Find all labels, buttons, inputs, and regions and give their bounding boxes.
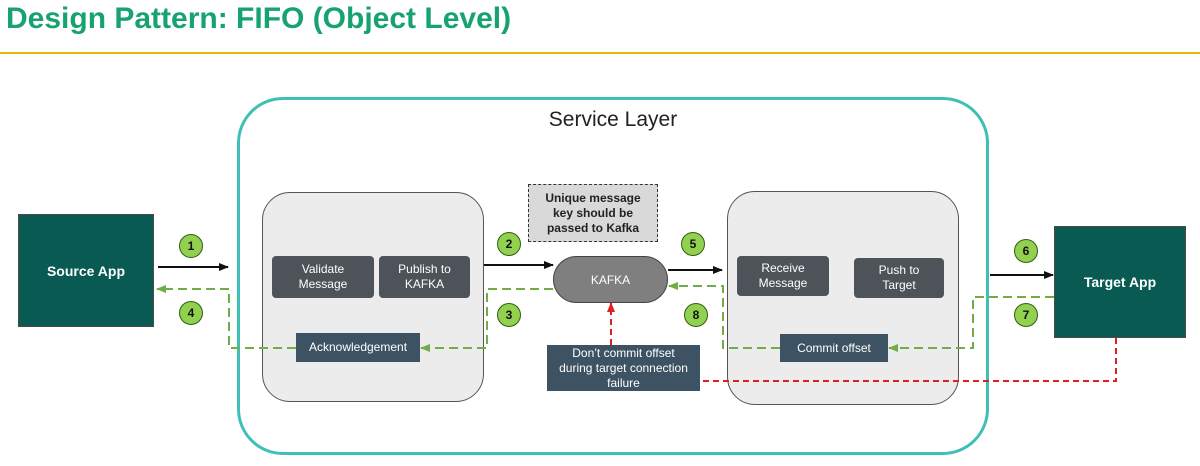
arrow-3 [420, 288, 553, 352]
acknowledgement-step: Acknowledgement [296, 333, 420, 362]
consumer-panel [727, 191, 959, 405]
step-badge-2: 2 [497, 232, 521, 256]
kafka-broker: KAFKA [553, 256, 668, 303]
commit-offset-warning: Don’t commit offset during target connec… [547, 345, 700, 391]
unique-key-note: Unique message key should be passed to K… [528, 184, 658, 242]
service-layer-label: Service Layer [548, 108, 678, 131]
step-badge-5: 5 [681, 232, 705, 256]
step-badge-8: 8 [684, 303, 708, 327]
page-title: Design Pattern: FIFO (Object Level) [6, 2, 512, 35]
source-app-box: Source App [18, 214, 154, 327]
arrow-4 [156, 285, 296, 349]
commit-offset-step: Commit offset [780, 334, 888, 362]
failure-connector [700, 338, 1117, 382]
step-badge-1: 1 [179, 234, 203, 258]
validate-message-step: Validate Message [272, 256, 374, 298]
arrow-7 [888, 296, 1054, 352]
push-to-target-step: Push to Target [854, 258, 944, 298]
publish-to-kafka-step: Publish to KAFKA [379, 256, 470, 298]
step-badge-6: 6 [1014, 239, 1038, 263]
title-divider [0, 52, 1200, 54]
arrow-8 [668, 282, 780, 349]
step-badge-7: 7 [1014, 303, 1038, 327]
service-layer-container: Service Layer [237, 97, 989, 455]
step-badge-3: 3 [497, 303, 521, 327]
receive-message-step: Receive Message [737, 256, 829, 296]
target-app-box: Target App [1054, 226, 1186, 338]
step-badge-4: 4 [179, 301, 203, 325]
